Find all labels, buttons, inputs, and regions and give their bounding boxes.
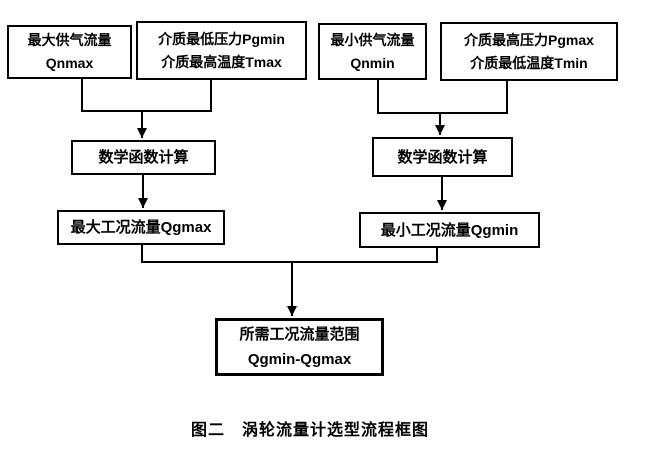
node-qgmax: 最大工况流量Qgmax [57, 210, 225, 245]
node-pgmin-tmax-line2: 介质最高温度Tmax [161, 53, 282, 70]
node-pgmax-tmin: 介质最高压力Pgmax 介质最低温度Tmin [440, 22, 618, 81]
node-qgmin: 最小工况流量Qgmin [359, 212, 540, 248]
node-qnmin: 最小供气流量 Qnmin [318, 23, 427, 80]
node-math-left: 数学函数计算 [71, 140, 216, 175]
figure-caption: 图二 涡轮流量计选型流程框图 [190, 422, 429, 439]
node-pgmax-tmin-line2: 介质最低温度Tmin [470, 54, 588, 71]
node-result-line2: Qgmin-Qgmax [247, 351, 352, 368]
node-qgmax-label: 最大工况流量Qgmax [70, 219, 212, 236]
node-qnmax-line2: Qnmax [45, 55, 94, 71]
node-qnmax-line1: 最大供气流量 [27, 32, 112, 48]
node-pgmin-tmax-line1: 介质最低压力Pgmin [158, 30, 285, 47]
node-pgmax-tmin-line1: 介质最高压力Pgmax [464, 31, 594, 48]
node-qnmax: 最大供气流量 Qnmax [7, 25, 132, 79]
node-pgmin-tmax: 介质最低压力Pgmin 介质最高温度Tmax [136, 21, 307, 80]
node-result-line1: 所需工况流量范围 [239, 326, 360, 343]
node-math-left-label: 数学函数计算 [98, 149, 189, 166]
node-math-right: 数学函数计算 [372, 137, 513, 177]
node-qnmin-line1: 最小供气流量 [330, 31, 415, 48]
node-math-right-label: 数学函数计算 [397, 148, 488, 166]
node-result-range: 所需工况流量范围 Qgmin-Qgmax [215, 318, 384, 376]
node-qnmin-line2: Qnmin [350, 54, 395, 71]
node-qgmin-label: 最小工况流量Qgmin [380, 221, 519, 239]
